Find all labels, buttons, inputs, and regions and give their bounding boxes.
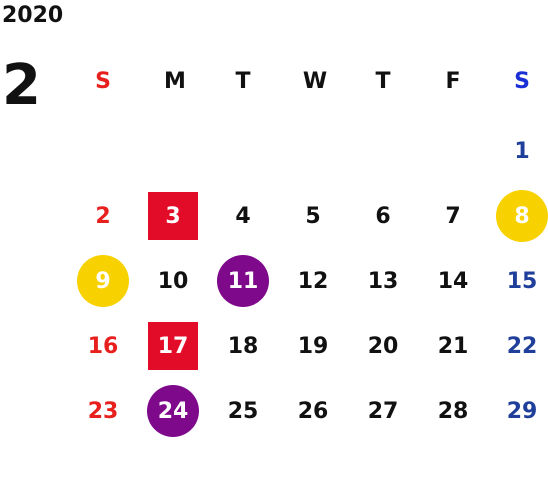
day-number: 20 [367,333,399,359]
weekday-saturday: S [514,68,530,94]
day-cell: 15 [494,261,548,301]
day-number: 26 [297,398,329,424]
weekday-thursday: T [375,68,391,94]
highlighted-day-number: 9 [77,255,129,307]
day-number: 2 [95,203,111,229]
day-cell: 5 [285,196,341,236]
day-cell: 26 [285,391,341,431]
day-cell: 28 [425,391,481,431]
day-cell: 29 [494,391,548,431]
day-number: 10 [157,268,189,294]
day-cell: 11 [215,255,271,307]
day-cell: 9 [75,255,131,307]
day-cell: 1 [494,131,548,171]
day-number: 16 [87,333,119,359]
day-cell: 17 [145,322,201,370]
day-cell: 27 [355,391,411,431]
year-label: 2020 [2,3,64,28]
day-cell: 12 [285,261,341,301]
day-cell: 16 [75,326,131,366]
highlighted-day-number: 3 [148,192,198,240]
day-cell: 18 [215,326,271,366]
day-number: 23 [87,398,119,424]
day-number: 29 [506,398,538,424]
day-number: 1 [514,138,530,164]
day-cell: 10 [145,261,201,301]
month-number: 2 [2,53,41,118]
highlighted-day-number: 17 [148,322,198,370]
day-cell: 8 [494,190,548,242]
day-cell: 7 [425,196,481,236]
day-number: 28 [437,398,469,424]
highlighted-day-number: 24 [147,385,199,437]
day-number: 25 [227,398,259,424]
weekday-wednesday: W [302,68,328,94]
day-number: 13 [367,268,399,294]
weekday-sunday: S [95,68,111,94]
day-cell: 19 [285,326,341,366]
day-cell: 24 [145,385,201,437]
day-cell: 13 [355,261,411,301]
day-cell: 25 [215,391,271,431]
day-cell: 21 [425,326,481,366]
day-number: 19 [297,333,329,359]
day-number: 6 [375,203,391,229]
weekday-friday: F [445,68,461,94]
highlighted-day-number: 11 [217,255,269,307]
day-number: 15 [506,268,538,294]
day-number: 27 [367,398,399,424]
day-number: 22 [506,333,538,359]
day-cell: 14 [425,261,481,301]
weekday-tuesday: T [235,68,251,94]
day-number: 4 [235,203,251,229]
day-cell: 23 [75,391,131,431]
weekday-monday: M [164,68,186,94]
day-cell: 6 [355,196,411,236]
day-number: 7 [445,203,461,229]
day-cell: 22 [494,326,548,366]
day-number: 12 [297,268,329,294]
day-cell: 3 [145,192,201,240]
day-cell: 2 [75,196,131,236]
day-cell: 20 [355,326,411,366]
day-number: 14 [437,268,469,294]
day-number: 5 [305,203,321,229]
day-number: 18 [227,333,259,359]
highlighted-day-number: 8 [496,190,548,242]
day-cell: 4 [215,196,271,236]
day-number: 21 [437,333,469,359]
